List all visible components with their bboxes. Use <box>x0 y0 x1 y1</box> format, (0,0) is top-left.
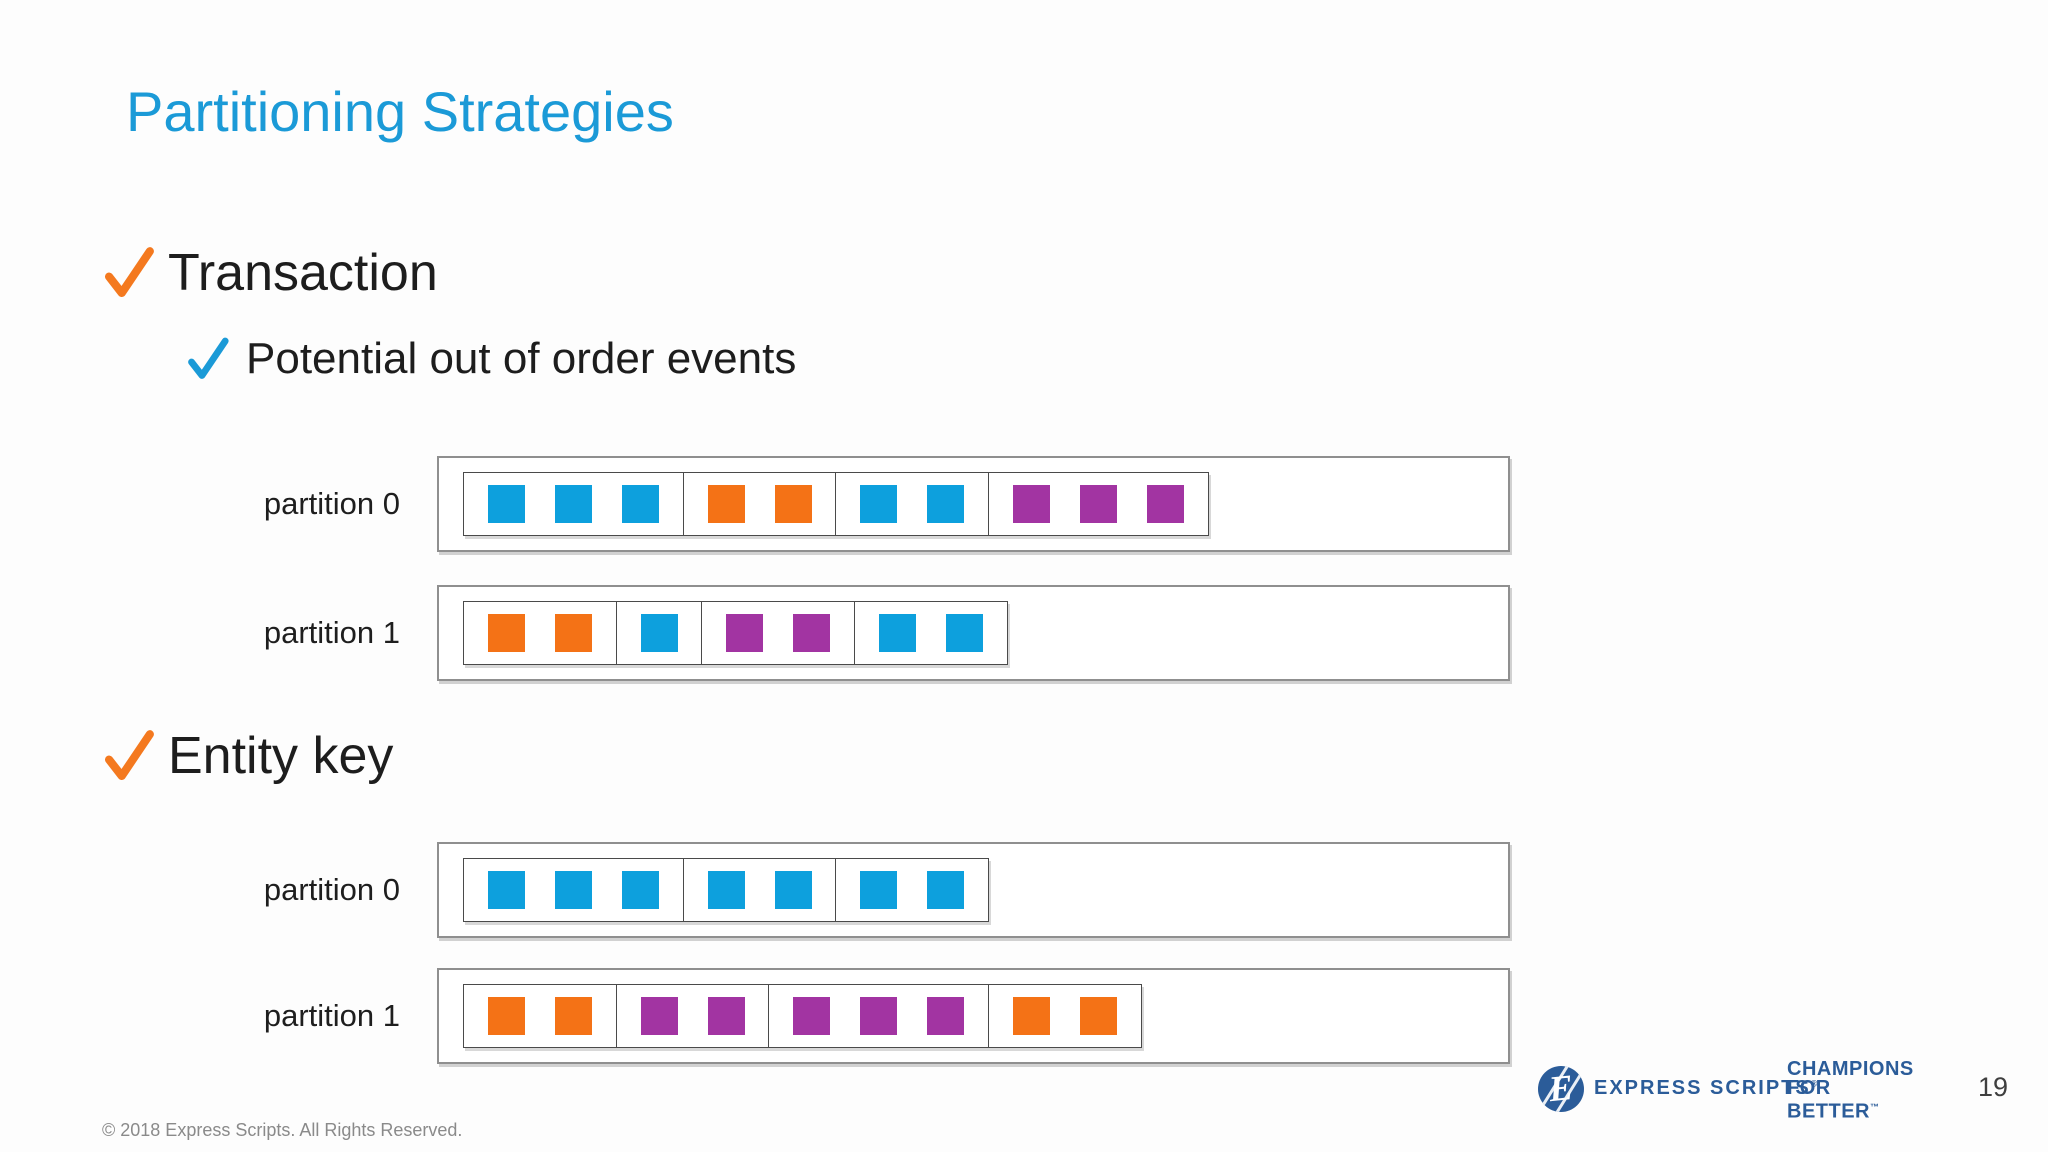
message-square-orange <box>1012 997 1050 1035</box>
message-groups <box>463 984 1142 1048</box>
message-square-purple <box>927 997 964 1035</box>
message-group-orange <box>463 984 617 1048</box>
message-square-orange <box>488 997 525 1035</box>
message-square-blue <box>774 871 812 909</box>
entity-key-partitions-row: partition 0 <box>100 842 1512 938</box>
partition-label: partition 0 <box>263 486 400 521</box>
tagline-line-text: BETTER <box>1787 1100 1870 1123</box>
transaction-partitions-row: partition 1 <box>100 585 1512 681</box>
message-group-blue <box>835 472 989 536</box>
champions-for-better-tagline: CHAMPIONS FOR BETTER™ <box>1787 1058 1914 1122</box>
message-group-blue <box>682 858 837 922</box>
message-square-blue <box>640 614 678 652</box>
logo-text: EXPRESS SCRIPTS <box>1594 1077 1811 1099</box>
message-square-orange <box>1079 997 1117 1035</box>
message-square-purple <box>726 614 763 652</box>
trademark-mark: ™ <box>1870 1102 1879 1112</box>
message-square-blue <box>707 871 745 909</box>
bullet-out-of-order: Potential out of order events <box>184 334 796 384</box>
bullet-out-of-order-label: Potential out of order events <box>246 334 797 383</box>
message-groups <box>463 472 1209 536</box>
message-square-purple <box>1146 485 1184 523</box>
check-icon <box>100 727 158 785</box>
message-square-orange <box>707 485 745 523</box>
partition-box <box>437 585 1510 681</box>
transaction-partitions-row: partition 0 <box>100 456 1512 552</box>
check-icon <box>100 244 158 302</box>
express-scripts-logo-icon: E <box>1538 1066 1584 1112</box>
tagline-line: CHAMPIONS <box>1787 1058 1914 1080</box>
message-group-orange <box>987 984 1142 1048</box>
registered-mark: ® <box>1810 1078 1818 1089</box>
message-square-blue <box>878 614 916 652</box>
partition-box <box>437 456 1510 552</box>
message-group-purple <box>701 601 855 665</box>
message-square-blue <box>555 485 592 523</box>
message-group-blue <box>463 472 684 536</box>
partition-label: partition 0 <box>263 872 400 907</box>
page-number: 19 <box>1978 1072 2009 1102</box>
message-group-purple <box>768 984 989 1048</box>
message-square-blue <box>488 485 525 523</box>
tagline-line: FOR <box>1787 1077 1831 1099</box>
message-group-purple <box>987 472 1209 536</box>
message-groups <box>463 858 989 922</box>
tagline-line: BETTER™ <box>1787 1098 1914 1122</box>
check-icon <box>184 335 232 383</box>
message-square-orange <box>555 997 592 1035</box>
message-square-blue <box>488 871 525 909</box>
bullet-entity-key: Entity key <box>100 726 393 786</box>
partition-box <box>437 842 1510 938</box>
message-square-purple <box>860 997 897 1035</box>
message-square-purple <box>640 997 678 1035</box>
message-square-orange <box>555 614 592 652</box>
partition-label: partition 1 <box>263 615 400 650</box>
message-group-blue <box>835 858 989 922</box>
message-square-orange <box>488 614 525 652</box>
bullet-transaction-label: Transaction <box>168 244 438 302</box>
message-group-blue <box>463 858 684 922</box>
page-title: Partitioning Strategies <box>126 80 674 143</box>
message-square-blue <box>945 614 983 652</box>
message-square-blue <box>555 871 592 909</box>
message-square-purple <box>707 997 745 1035</box>
message-square-blue <box>927 871 964 909</box>
message-group-blue <box>615 601 703 665</box>
message-group-orange <box>463 601 617 665</box>
message-group-orange <box>682 472 837 536</box>
message-group-purple <box>615 984 770 1048</box>
partition-label: partition 1 <box>263 998 400 1033</box>
message-group-blue <box>853 601 1008 665</box>
bullet-entity-key-label: Entity key <box>168 727 394 785</box>
message-square-blue <box>622 871 659 909</box>
logo-monogram: E <box>1546 1066 1576 1110</box>
message-groups <box>463 601 1008 665</box>
message-square-purple <box>1012 485 1050 523</box>
entity-key-partitions-row: partition 1 <box>100 968 1512 1064</box>
message-square-purple <box>793 614 830 652</box>
message-square-blue <box>927 485 964 523</box>
partition-box <box>437 968 1510 1064</box>
message-square-purple <box>1079 485 1117 523</box>
message-square-blue <box>860 485 897 523</box>
message-square-purple <box>793 997 830 1035</box>
bullet-transaction: Transaction <box>100 243 438 303</box>
message-square-orange <box>774 485 812 523</box>
express-scripts-wordmark: EXPRESS SCRIPTS® <box>1594 1077 1817 1100</box>
message-square-blue <box>860 871 897 909</box>
message-square-blue <box>622 485 659 523</box>
copyright-text: © 2018 Express Scripts. All Rights Reser… <box>102 1120 463 1140</box>
